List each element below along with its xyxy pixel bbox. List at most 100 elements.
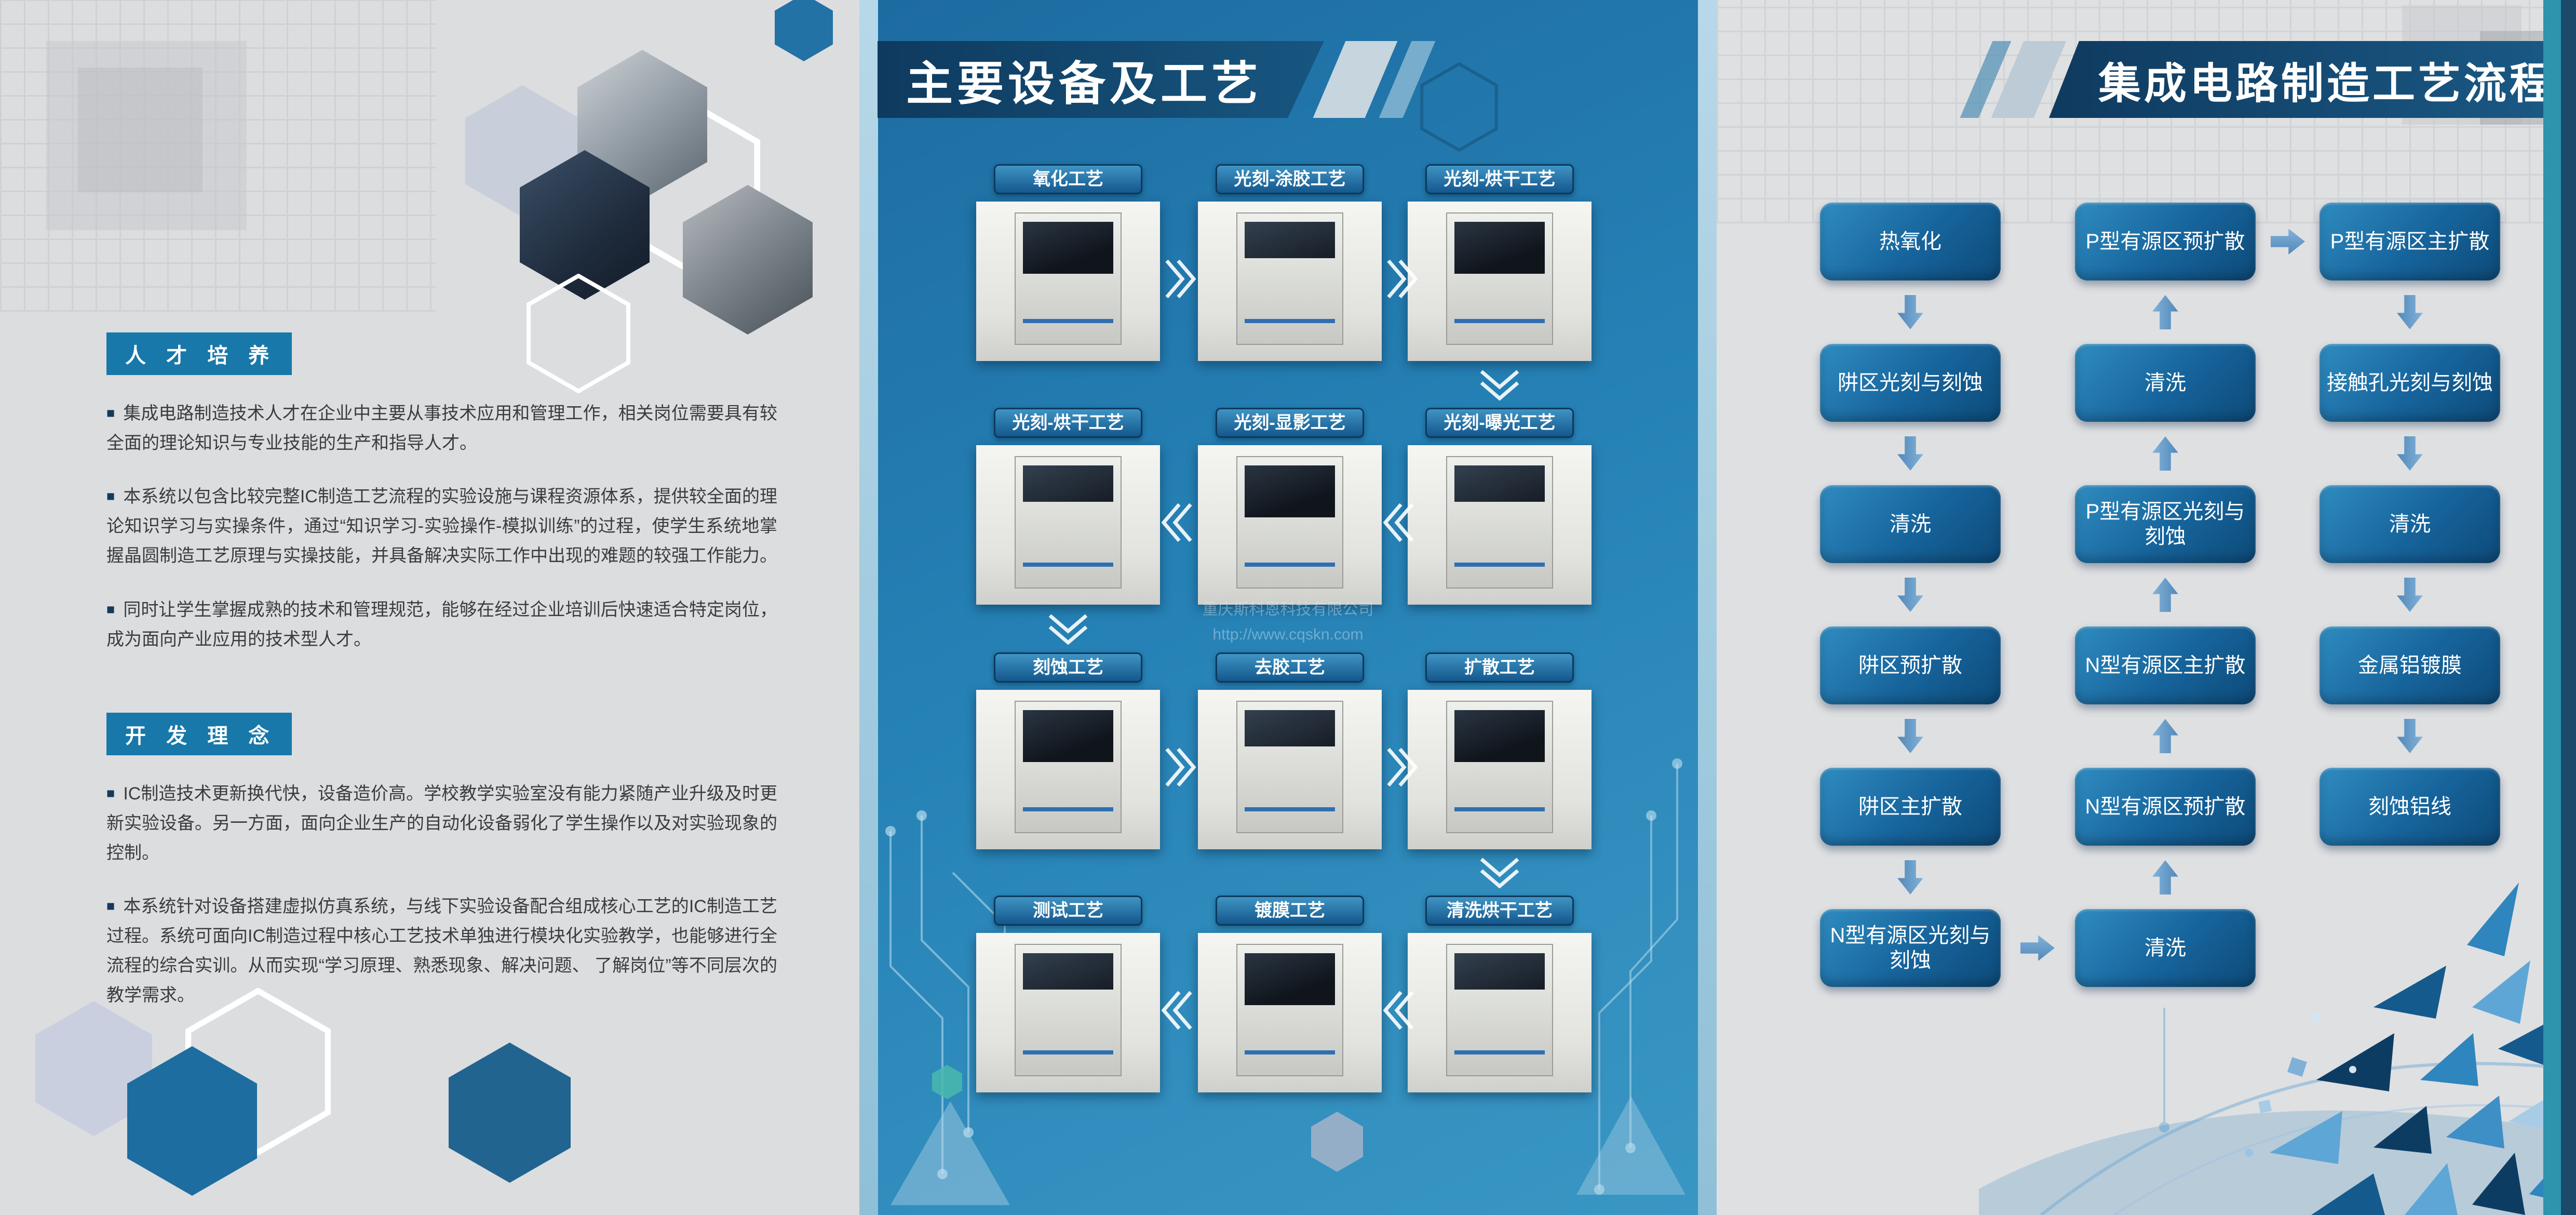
bullet-square: ■	[106, 898, 115, 914]
right-panel: 集成电路制造工艺流程 热氧化 阱区光刻与刻蚀 清洗 阱区预扩散 阱区主扩散 N型…	[1717, 0, 2576, 1215]
right-title-band: 集成电路制造工艺流程	[2049, 41, 2576, 118]
equipment-cell-oxidation: 氧化工艺	[976, 164, 1160, 361]
decorative-square	[46, 41, 247, 230]
equipment-cell-litho-drying-2: 光刻-烘干工艺	[976, 408, 1160, 605]
flow-box-well-prediffusion: 阱区预扩散	[1820, 626, 2001, 704]
decorative-hexagon	[449, 1043, 571, 1183]
chevron-right-icon	[1387, 747, 1418, 787]
section-badge-talent: 人 才 培 养	[106, 332, 292, 375]
equipment-photo-oxidation	[976, 202, 1160, 361]
paragraph-text: 本系统针对设备搭建虚拟仿真系统，与线下实验设备配合组成核心工艺的IC制造工艺过程…	[106, 897, 777, 1006]
middle-panel: 主要设备及工艺 氧化工艺 光刻-涂胶工艺 光刻-烘干工艺 光刻-烘干工艺 光	[859, 0, 1717, 1215]
equipment-cell-testing: 测试工艺	[976, 896, 1160, 1092]
paragraph: ■IC制造技术更新换代快，设备造价高。学校教学实验室没有能力紧随产业升级及时更新…	[106, 779, 777, 868]
flow-arrow-down-icon	[2396, 578, 2424, 612]
left-text-column: 人 才 培 养 ■集成电路制造技术人才在企业中主要从事技术应用和管理工作，相关岗…	[106, 332, 777, 1035]
flow-box-etch-aluminum: 刻蚀铝线	[2319, 768, 2500, 846]
chevron-right-icon	[1165, 259, 1196, 299]
machine-illustration	[1015, 212, 1122, 345]
equipment-cell-diffusion: 扩散工艺	[1408, 652, 1592, 849]
circuit-line-decoration	[2163, 1008, 2165, 1122]
flow-arrow-down-icon	[1896, 578, 1924, 612]
equipment-label: 光刻-烘干工艺	[994, 408, 1142, 438]
flow-box-n-active-prediffusion: N型有源区预扩散	[2075, 768, 2256, 846]
middle-title-band: 主要设备及工艺	[878, 41, 1324, 118]
flow-arrow-up-icon	[2151, 719, 2179, 753]
paragraph: ■同时让学生掌握成熟的技术和管理规范，能够在经过企业培训后快速适合特定岗位，成为…	[106, 595, 777, 655]
left-panel: 人 才 培 养 ■集成电路制造技术人才在企业中主要从事技术应用和管理工作，相关岗…	[0, 0, 859, 1215]
outline-hexagon	[185, 988, 331, 1155]
flow-arrow-right-icon	[2271, 229, 2305, 255]
flow-arrow-down-icon	[1896, 719, 1924, 753]
equipment-label: 光刻-涂胶工艺	[1216, 164, 1364, 194]
bullet-square: ■	[106, 405, 115, 421]
flow-box-aluminum-coating: 金属铝镀膜	[2319, 626, 2500, 704]
flow-box-well-litho-etch: 阱区光刻与刻蚀	[1820, 344, 2001, 422]
flow-box-contact-litho-etch: 接触孔光刻与刻蚀	[2319, 344, 2500, 422]
flow-arrow-up-icon	[2151, 436, 2179, 471]
decorative-square	[78, 68, 203, 192]
paragraph-text: 本系统以包含比较完整IC制造工艺流程的实验设施与课程资源体系，提供较全面的理论知…	[106, 487, 777, 566]
equipment-photo-testing	[976, 933, 1160, 1092]
flow-box-p-active-main-diffusion: P型有源区主扩散	[2319, 203, 2500, 281]
paragraph: ■本系统以包含比较完整IC制造工艺流程的实验设施与课程资源体系，提供较全面的理论…	[106, 482, 777, 571]
decorative-hexagon	[1311, 1112, 1363, 1172]
equipment-label: 光刻-曝光工艺	[1425, 408, 1574, 438]
paragraph: ■集成电路制造技术人才在企业中主要从事技术应用和管理工作，相关岗位需要具有较全面…	[106, 399, 777, 458]
equipment-photo-diffusion	[1408, 690, 1592, 849]
machine-illustration	[1236, 212, 1343, 345]
machine-illustration	[1446, 944, 1553, 1077]
chevron-down-icon	[1480, 370, 1519, 400]
chevron-left-icon	[1383, 503, 1414, 542]
chevron-left-icon	[1162, 991, 1192, 1030]
flow-box-clean-4: 清洗	[2319, 485, 2500, 563]
circuit-lines-decoration	[1594, 758, 1682, 1195]
paragraph: ■本系统针对设备搭建虚拟仿真系统，与线下实验设备配合组成核心工艺的IC制造工艺过…	[106, 892, 777, 1010]
equipment-cell-litho-exposure: 光刻-曝光工艺	[1408, 408, 1592, 605]
flow-box-n-active-main-diffusion: N型有源区主扩散	[2075, 626, 2256, 704]
flow-box-p-active-litho-etch: P型有源区光刻与刻蚀	[2075, 485, 2256, 563]
bullet-square: ■	[106, 601, 115, 617]
equipment-photo-clean-dry	[1408, 933, 1592, 1092]
equipment-photo-litho-drying-2	[976, 445, 1160, 605]
machine-illustration	[1236, 701, 1343, 834]
flow-box-thermal-oxidation: 热氧化	[1820, 203, 2001, 281]
flow-arrow-down-icon	[2396, 295, 2424, 329]
machine-illustration	[1015, 456, 1122, 589]
chevron-right-icon	[1387, 259, 1418, 299]
paragraph-text: 同时让学生掌握成熟的技术和管理规范，能够在经过企业培训后快速适合特定岗位，成为面…	[106, 599, 777, 649]
flow-box-p-active-prediffusion: P型有源区预扩散	[2075, 203, 2256, 281]
equipment-cell-clean-dry: 清洗烘干工艺	[1408, 896, 1592, 1092]
equipment-label: 刻蚀工艺	[994, 652, 1142, 683]
equipment-photo-strip	[1198, 690, 1382, 849]
panel-edge-strip	[1698, 0, 1717, 1215]
bullet-square: ■	[106, 785, 115, 801]
flow-arrow-down-icon	[1896, 860, 1924, 894]
flow-box-clean-3: 清洗	[2075, 909, 2256, 987]
flow-arrow-up-icon	[2151, 295, 2179, 329]
flow-arrow-down-icon	[1896, 295, 1924, 329]
panel-edge-strip	[859, 0, 878, 1215]
equipment-label: 光刻-烘干工艺	[1425, 164, 1574, 194]
chevron-down-icon	[1048, 614, 1088, 645]
flow-arrow-down-icon	[1896, 436, 1924, 471]
equipment-label: 光刻-显影工艺	[1216, 408, 1364, 438]
equipment-photo-litho-exposure	[1408, 445, 1592, 605]
equipment-photo-coating-film	[1198, 933, 1382, 1092]
paragraph-text: 集成电路制造技术人才在企业中主要从事技术应用和管理工作，相关岗位需要具有较全面的…	[106, 404, 777, 453]
middle-title: 主要设备及工艺	[906, 58, 1262, 110]
watermark-url: http://www.cqskn.com	[1212, 626, 1364, 643]
equipment-label: 扩散工艺	[1425, 652, 1574, 683]
equipment-photo-litho-drying-1	[1408, 202, 1592, 361]
watermark: 重庆斯科恩科技有限公司 http://www.cqskn.com	[1203, 597, 1374, 647]
bullet-square: ■	[106, 488, 115, 504]
chevron-left-icon	[1383, 991, 1414, 1030]
equipment-photo-etching	[976, 690, 1160, 849]
flow-box-clean-2: 清洗	[2075, 344, 2256, 422]
outline-hexagon	[527, 274, 630, 393]
equipment-label: 氧化工艺	[994, 164, 1142, 194]
machine-illustration	[1015, 701, 1122, 834]
equipment-cell-coating-film: 镀膜工艺	[1198, 896, 1382, 1092]
outline-hexagon	[1420, 62, 1498, 152]
